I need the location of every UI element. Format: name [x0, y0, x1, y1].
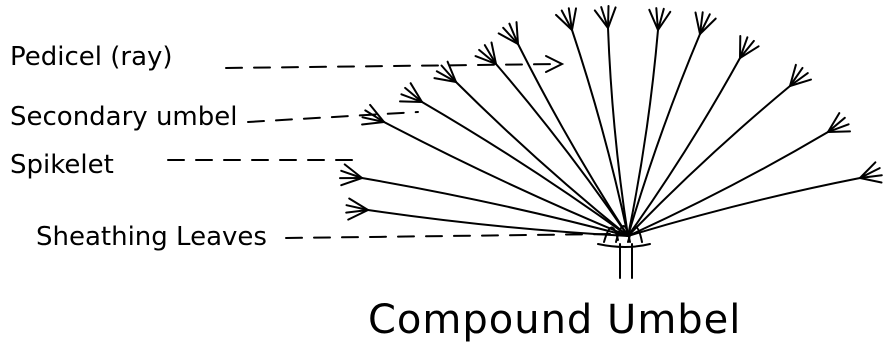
- ray: [421, 101, 629, 237]
- spikelet: [571, 7, 577, 31]
- spikelet: [348, 197, 369, 211]
- spikelet: [699, 13, 711, 35]
- spikelet: [490, 41, 497, 65]
- sheathing-leaf: [627, 226, 643, 243]
- spikelet: [508, 22, 519, 45]
- spikelet: [699, 17, 717, 35]
- diagram-caption: Compound Umbel: [368, 297, 742, 343]
- ray: [607, 27, 629, 237]
- spikelet: [739, 45, 760, 59]
- spikelet: [827, 116, 846, 133]
- ray: [627, 85, 791, 237]
- spikelet: [739, 36, 749, 59]
- ray: [455, 81, 629, 237]
- spikelet: [433, 77, 457, 83]
- spikelet: [859, 161, 877, 179]
- spikelet: [497, 32, 519, 45]
- spikelet: [474, 55, 497, 65]
- spikelet: [345, 209, 369, 214]
- spikelet: [694, 11, 701, 35]
- spikelet: [399, 100, 423, 103]
- spikelet: [560, 9, 573, 31]
- label-sheathing-leaves: Sheathing Leaves: [36, 222, 267, 252]
- spikelet: [361, 116, 385, 123]
- spikelet: [859, 177, 883, 184]
- leader-line: [225, 63, 561, 69]
- spikelet: [648, 8, 659, 31]
- spikelet: [593, 9, 609, 29]
- spikelet: [607, 6, 617, 29]
- spikelet: [435, 70, 457, 83]
- spikelet: [515, 21, 519, 45]
- spikelet: [739, 39, 755, 59]
- label-spikelet: Spikelet: [10, 150, 114, 180]
- spikelet: [827, 130, 851, 133]
- spikelet: [409, 82, 423, 103]
- spikelet: [699, 11, 704, 35]
- label-pedicel: Pedicel (ray): [10, 42, 173, 72]
- spikelet: [347, 209, 369, 221]
- ray: [517, 43, 629, 237]
- spikelet: [655, 7, 659, 31]
- ray: [627, 177, 861, 237]
- ray: [571, 29, 629, 237]
- ray: [361, 177, 629, 237]
- spikelet: [657, 7, 665, 31]
- sheathing-leaf: [597, 243, 651, 248]
- spikelet: [483, 44, 497, 65]
- spikelet: [555, 13, 573, 31]
- spikelet: [340, 177, 363, 187]
- ray: [367, 209, 629, 237]
- label-secondary-umbel: Secondary umbel: [10, 102, 238, 132]
- spikelet: [600, 6, 609, 29]
- spikelet: [827, 123, 850, 133]
- leader-line: [247, 111, 419, 123]
- spikelet: [345, 204, 369, 211]
- spikelet: [340, 169, 363, 179]
- spikelet: [400, 93, 423, 103]
- spikelet: [446, 60, 457, 83]
- spikelet: [859, 167, 881, 179]
- spikelet: [789, 66, 804, 87]
- spikelet: [567, 7, 573, 31]
- spikelet: [607, 5, 610, 29]
- sheathing-leaves-hub: [597, 225, 651, 279]
- spikelet: [440, 64, 457, 83]
- spikelet: [859, 174, 883, 179]
- spikelet: [789, 78, 812, 87]
- ray: [383, 121, 629, 237]
- spikelet: [343, 163, 363, 179]
- spikelet: [657, 10, 672, 31]
- spikelet: [361, 121, 385, 126]
- spikelet: [502, 26, 519, 45]
- leader-line: [285, 233, 611, 239]
- spikelet: [827, 112, 841, 133]
- ray: [495, 63, 629, 237]
- leader-lines: [167, 55, 611, 239]
- ray: [627, 131, 829, 237]
- spikelet: [364, 109, 385, 123]
- spikelet: [789, 63, 797, 87]
- umbel-rays: [339, 5, 883, 237]
- spikelet: [789, 72, 809, 87]
- spikelet: [478, 48, 497, 65]
- ray: [627, 57, 741, 237]
- arrowhead: [545, 55, 565, 73]
- spikelet: [369, 103, 385, 123]
- ray: [627, 29, 659, 237]
- spikelet: [404, 86, 423, 103]
- ray: [627, 33, 701, 237]
